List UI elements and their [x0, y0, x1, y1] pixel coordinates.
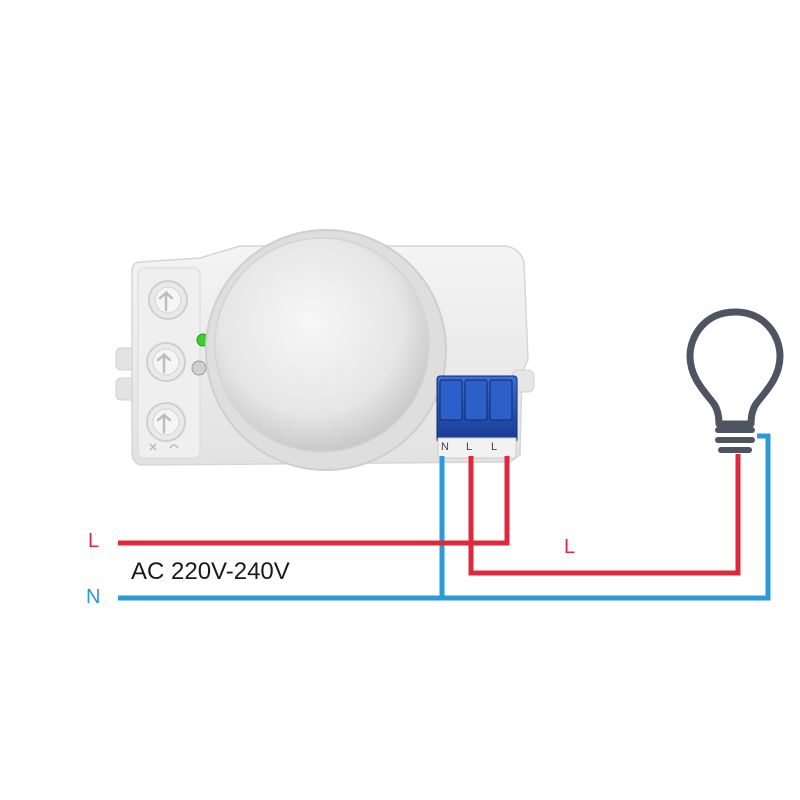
supply-voltage-label: AC 220V-240V [131, 558, 290, 585]
terminal-label-n: N [441, 441, 449, 453]
live-input-wire [118, 456, 510, 546]
sensor-lens [214, 237, 430, 453]
motion-sensor-device [115, 229, 535, 471]
terminal-label-l1: L [466, 441, 473, 453]
live-output-wire [468, 454, 741, 576]
line-in-label: L [88, 530, 100, 552]
line-out-label: L [564, 536, 576, 558]
terminal-block [436, 375, 518, 459]
light-sensor-eye [191, 360, 207, 376]
neutral-label: N [86, 586, 101, 608]
adjustment-knob-icon[interactable] [146, 342, 186, 382]
light-bulb-icon [686, 308, 784, 453]
adjustment-knob-icon[interactable] [148, 280, 188, 320]
brightness-glyph-icon [149, 443, 179, 451]
adjustment-knob-icon[interactable] [146, 402, 186, 442]
wires [118, 433, 771, 601]
terminal-label-l2: L [491, 441, 498, 453]
